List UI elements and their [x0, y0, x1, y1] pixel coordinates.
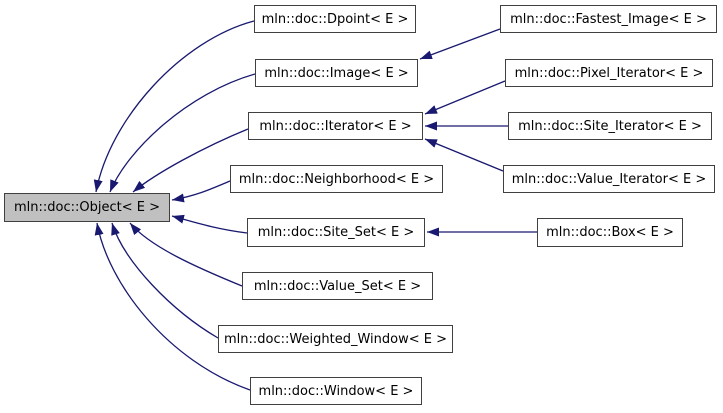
node-neighborhood[interactable]: mln::doc::Neighborhood< E > [230, 165, 443, 193]
node-iterator[interactable]: mln::doc::Iterator< E > [248, 112, 423, 140]
edge-dpoint-to-object [93, 20, 255, 193]
node-site-set[interactable]: mln::doc::Site_Set< E > [247, 218, 425, 247]
node-fastest-image[interactable]: mln::doc::Fastest_Image< E > [500, 5, 717, 33]
edge-iterator-to-object [132, 128, 249, 193]
node-pixel-iterator[interactable]: mln::doc::Pixel_Iterator< E > [505, 59, 713, 87]
edge-neighborhood-to-object [171, 180, 231, 203]
node-site-iterator[interactable]: mln::doc::Site_Iterator< E > [508, 112, 712, 140]
node-window[interactable]: mln::doc::Window< E > [250, 377, 422, 405]
node-value-iterator[interactable]: mln::doc::Value_Iterator< E > [503, 165, 715, 193]
node-box[interactable]: mln::doc::Box< E > [537, 218, 683, 247]
edge-weighted-window-to-object [111, 222, 219, 339]
edge-value-iterator-to-iterator [424, 138, 504, 172]
edge-image-to-object [109, 73, 256, 193]
node-object[interactable]: mln::doc::Object< E > [4, 193, 170, 222]
node-weighted-window[interactable]: mln::doc::Weighted_Window< E > [218, 325, 453, 353]
node-image[interactable]: mln::doc::Image< E > [255, 59, 418, 87]
edge-window-to-object [94, 222, 251, 391]
edge-value-set-to-object [129, 222, 243, 287]
node-dpoint[interactable]: mln::doc::Dpoint< E > [254, 5, 416, 33]
node-value-set[interactable]: mln::doc::Value_Set< E > [242, 272, 433, 300]
edge-site-set-to-object [171, 214, 248, 234]
edge-fastest-image-to-image [419, 28, 501, 60]
edge-pixel-iterator-to-iterator [424, 80, 506, 115]
